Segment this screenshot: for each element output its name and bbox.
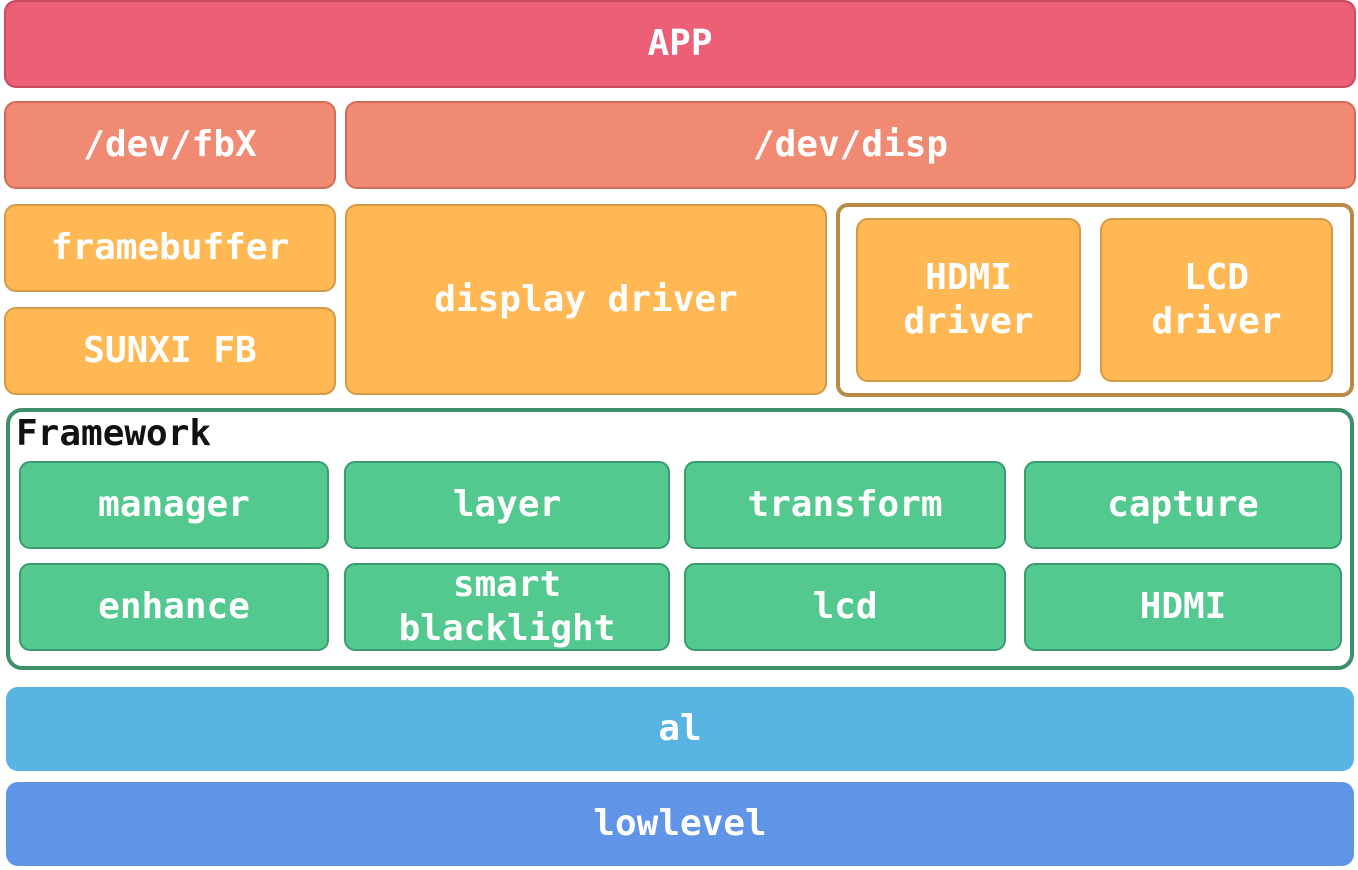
- sunxi-fb-label: SUNXI FB: [83, 330, 257, 371]
- module-label: lcd: [812, 586, 878, 627]
- module-label: smart blacklight: [398, 564, 616, 649]
- hdmi-driver-label: HDMI driver: [903, 257, 1034, 342]
- app-label: APP: [647, 23, 713, 64]
- framework-module-transform: transform: [684, 461, 1006, 549]
- framebuffer-label: framebuffer: [50, 227, 290, 268]
- module-label: HDMI: [1139, 586, 1227, 627]
- module-label: capture: [1107, 484, 1259, 525]
- dev-fb-label: /dev/fbX: [83, 124, 257, 165]
- dev-disp-node: /dev/disp: [345, 101, 1356, 189]
- lcd-driver-node: LCD driver: [1100, 218, 1333, 382]
- module-label: manager: [98, 484, 250, 525]
- al-layer: al: [6, 687, 1354, 771]
- sunxi-fb-node: SUNXI FB: [4, 307, 336, 395]
- framework-module-layer: layer: [344, 461, 670, 549]
- module-label: enhance: [98, 586, 250, 627]
- dev-fb-node: /dev/fbX: [4, 101, 336, 189]
- output-drivers-group: [836, 203, 1354, 397]
- framework-module-manager: manager: [19, 461, 329, 549]
- framebuffer-node: framebuffer: [4, 204, 336, 292]
- hdmi-driver-node: HDMI driver: [856, 218, 1081, 382]
- al-label: al: [658, 708, 702, 749]
- framework-module-capture: capture: [1024, 461, 1342, 549]
- lowlevel-label: lowlevel: [593, 803, 767, 844]
- framework-title: Framework: [16, 413, 212, 454]
- app-layer: APP: [4, 0, 1356, 88]
- dev-disp-label: /dev/disp: [752, 124, 949, 165]
- framework-module-smart-blacklight: smart blacklight: [344, 563, 670, 651]
- display-driver-node: display driver: [345, 204, 827, 395]
- framework-module-hdmi: HDMI: [1024, 563, 1342, 651]
- module-label: transform: [747, 484, 943, 525]
- display-driver-label: display driver: [434, 278, 738, 320]
- framework-module-lcd: lcd: [684, 563, 1006, 651]
- module-label: layer: [452, 484, 562, 525]
- lcd-driver-label: LCD driver: [1151, 257, 1282, 342]
- framework-module-enhance: enhance: [19, 563, 329, 651]
- lowlevel-layer: lowlevel: [6, 782, 1354, 866]
- framework-group: [6, 408, 1354, 670]
